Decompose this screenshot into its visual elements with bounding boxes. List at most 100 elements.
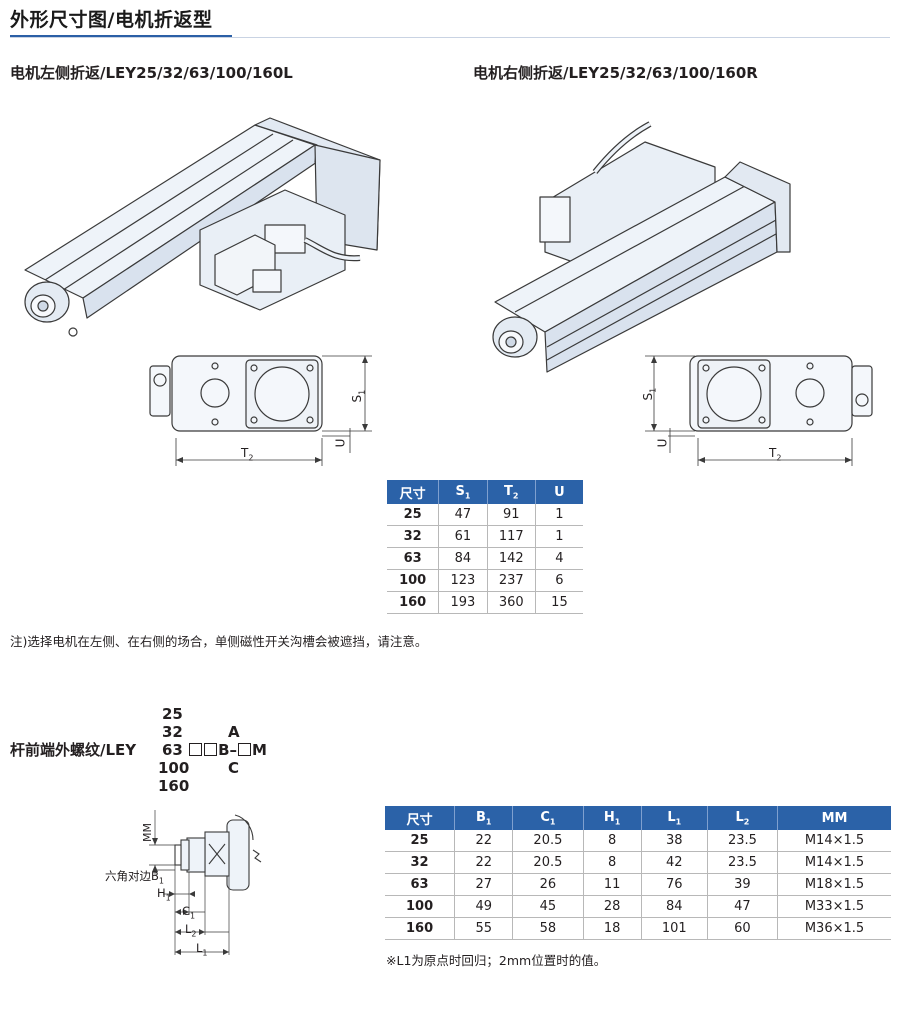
rod-dim-l1: L1 — [196, 941, 208, 958]
t2-header-mm: MM — [777, 806, 891, 830]
page-title: 外形尺寸图/电机折返型 — [10, 9, 213, 31]
size-100: 100 — [158, 759, 190, 777]
size-160: 160 — [158, 777, 190, 795]
table-cell: 28 — [582, 895, 642, 918]
right-actuator-drawing — [492, 121, 791, 373]
table-cell-size: 32 — [387, 525, 439, 548]
table-cell: 20.5 — [512, 851, 583, 874]
table-cell: 123 — [438, 569, 488, 592]
table-cell-size: 32 — [385, 851, 455, 874]
left-dim-t2: T2 — [241, 446, 254, 463]
left-end-view — [149, 355, 372, 466]
table-cell: M33×1.5 — [777, 895, 891, 918]
left-dim-s1: S1 — [350, 389, 367, 403]
table-cell: 23.5 — [706, 830, 778, 852]
t2-header-b1: B1 — [454, 806, 513, 830]
table-cell: 58 — [512, 917, 583, 940]
table-cell: 47 — [706, 895, 778, 918]
table-cell: 84 — [640, 895, 708, 918]
t2-header-size: 尺寸 — [385, 806, 455, 830]
note-l1-origin: ※L1为原点时回归；2mm位置时的值。 — [386, 953, 607, 968]
t1-header-u: U — [534, 480, 583, 504]
table-cell: 117 — [486, 525, 536, 548]
left-actuator-drawing — [24, 117, 381, 337]
t2-header-h1: H1 — [582, 806, 642, 830]
left-dim-u: U — [333, 438, 348, 448]
size-63: 63 B–M — [162, 741, 267, 759]
rod-dim-l2: L2 — [185, 922, 197, 939]
table-cell: 15 — [534, 591, 583, 614]
table-cell-size: 160 — [385, 917, 455, 940]
table-cell: 45 — [512, 895, 583, 918]
letter-c: C — [228, 759, 240, 777]
right-view-heading: 电机右侧折返/LEY25/32/63/100/160R — [473, 64, 758, 82]
size-25: 25 — [162, 705, 183, 723]
table-cell-size: 25 — [387, 504, 439, 526]
right-dim-t2: T2 — [769, 446, 782, 463]
table-cell: M14×1.5 — [777, 830, 891, 852]
t1-header-s1: S1 — [438, 480, 488, 504]
table-cell: 60 — [706, 917, 778, 940]
table-cell: 237 — [486, 569, 536, 592]
table-cell: 8 — [582, 851, 642, 874]
title-divider — [10, 37, 890, 38]
right-dim-u: U — [655, 438, 670, 448]
table-cell: 142 — [486, 547, 536, 570]
table-cell-size: 160 — [387, 591, 439, 614]
code-box-1 — [189, 743, 203, 756]
title-underline — [10, 35, 232, 37]
rod-dim-hex: 六角对边B1 — [105, 869, 164, 886]
t1-header-size: 尺寸 — [387, 480, 439, 504]
table-cell: 22 — [454, 851, 513, 874]
table-cell-size: 25 — [385, 830, 455, 852]
table-cell: 8 — [582, 830, 642, 852]
rod-dim-mm: MM — [140, 823, 154, 842]
table-cell: 6 — [534, 569, 583, 592]
code-box-2 — [204, 743, 218, 756]
table-cell-size: 63 — [387, 547, 439, 570]
table-cell: 360 — [486, 591, 536, 614]
table-cell: 55 — [454, 917, 513, 940]
table-cell: 47 — [438, 504, 488, 526]
rod-end-drawing — [149, 810, 262, 955]
left-view-heading: 电机左侧折返/LEY25/32/63/100/160L — [10, 64, 293, 82]
letter-a: A — [228, 723, 240, 741]
table-cell-size: 100 — [385, 895, 455, 918]
right-end-view — [645, 355, 873, 466]
table-cell: 4 — [534, 547, 583, 570]
size-32: 32 — [162, 723, 183, 741]
table-cell: 1 — [534, 504, 583, 526]
table-cell: 1 — [534, 525, 583, 548]
table-cell-size: 63 — [385, 873, 455, 896]
table-cell: 49 — [454, 895, 513, 918]
table-cell: 38 — [640, 830, 708, 852]
t1-header-t2: T2 — [486, 480, 536, 504]
table-cell: 23.5 — [706, 851, 778, 874]
table-cell: M36×1.5 — [777, 917, 891, 940]
table-cell: 84 — [438, 547, 488, 570]
rod-dim-h1: H1 — [157, 886, 171, 903]
t2-header-l1: L1 — [640, 806, 708, 830]
note-motor-side: 注)选择电机在左侧、在右侧的场合，单侧磁性开关沟槽会被遮挡，请注意。 — [10, 634, 428, 649]
table-cell: 76 — [640, 873, 708, 896]
t2-header-l2: L2 — [706, 806, 778, 830]
table-cell: M14×1.5 — [777, 851, 891, 874]
table-cell: 101 — [640, 917, 708, 940]
table-cell-size: 100 — [387, 569, 439, 592]
table-cell: 26 — [512, 873, 583, 896]
table-cell: M18×1.5 — [777, 873, 891, 896]
table-cell: 27 — [454, 873, 513, 896]
table-cell: 39 — [706, 873, 778, 896]
table-cell: 11 — [582, 873, 642, 896]
